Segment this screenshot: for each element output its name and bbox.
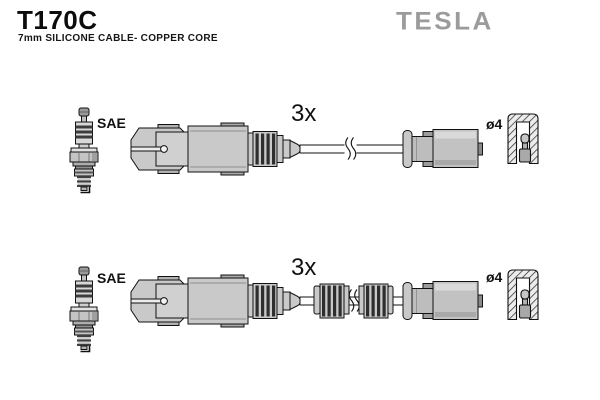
- cable-spec-subtitle: 7mm SILICONE CABLE- COPPER CORE: [18, 33, 218, 44]
- plug-boot-cross-section-icon: [507, 269, 539, 321]
- spark-plug-icon: [69, 107, 99, 194]
- plug-end-connector-icon: [402, 281, 483, 320]
- plug-boot-cross-section-icon: [507, 113, 539, 165]
- corrugated-sleeve-icon: [319, 283, 345, 319]
- cable-assembly-top: SAE 3x ø4: [69, 100, 539, 194]
- quantity-label: 3x: [291, 100, 316, 127]
- spark-plug-icon: [69, 266, 99, 353]
- corrugated-cable: [299, 283, 404, 319]
- terminal-diameter-label: ø4: [486, 116, 503, 132]
- plug-standard-label: SAE: [97, 115, 126, 131]
- coil-end-connector-icon: [130, 274, 301, 328]
- part-number: T170C: [17, 5, 98, 35]
- terminal-diameter-label: ø4: [486, 269, 503, 285]
- plug-end-connector-icon: [402, 129, 483, 168]
- corrugated-sleeve-icon: [363, 283, 389, 319]
- quantity-label: 3x: [291, 254, 316, 281]
- tesla-logo: TESLA: [396, 6, 494, 36]
- coil-end-connector-icon: [130, 122, 301, 176]
- plain-cable: [299, 136, 405, 161]
- cable-assembly-bottom: SAE 3x ø4: [69, 254, 539, 353]
- cable-assembly-bottom-body: [130, 269, 539, 328]
- plug-standard-label: SAE: [97, 270, 126, 286]
